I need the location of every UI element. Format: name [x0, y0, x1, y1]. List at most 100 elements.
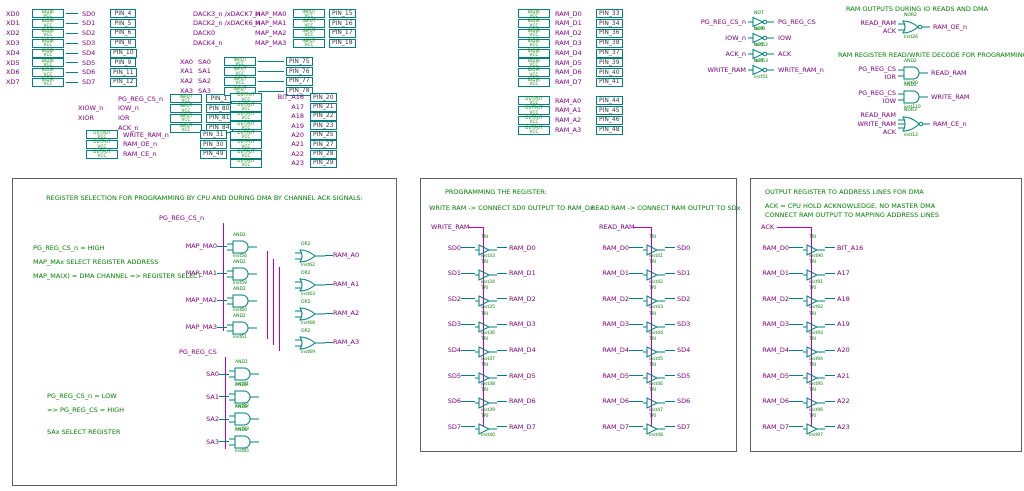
pin-assignment-box[interactable]: PIN_48	[596, 125, 623, 135]
tri-state-buffer[interactable]: TRI inst42	[643, 261, 665, 284]
and-gate[interactable]: AND2 inst20	[898, 59, 928, 85]
pin-assignment-box[interactable]: PIN_75	[286, 57, 313, 67]
tri-state-buffer[interactable]: TRI inst36	[475, 312, 497, 336]
pin-assignment-box[interactable]: PIN_8	[110, 38, 136, 48]
pin-assignment-box[interactable]: PIN_37	[596, 48, 623, 58]
not-gate[interactable]: NOT inst53	[748, 43, 774, 63]
pin-assignment-box[interactable]: PIN_44	[596, 96, 623, 106]
and-gate[interactable]: AND2 inst83	[229, 406, 259, 431]
pin-assignment-box[interactable]: PIN_29	[310, 158, 337, 168]
pin-assignment-box[interactable]: PIN_21	[310, 102, 337, 112]
pin-assignment-box[interactable]: PIN_6	[110, 28, 136, 38]
and-gate[interactable]: AND2 inst81	[229, 361, 259, 386]
tri-state-buffer[interactable]: TRI inst94	[803, 338, 825, 361]
pin-assignment-box[interactable]: PIN_22	[310, 111, 337, 121]
pin-assignment-box[interactable]: PIN_31	[200, 130, 227, 140]
pin-assignment-box[interactable]: PIN_45	[596, 106, 623, 116]
and-gate[interactable]: AND2 inst82	[229, 383, 259, 409]
pin-assignment-box[interactable]: PIN_49	[200, 149, 227, 159]
tri-state-buffer[interactable]: TRI inst39	[475, 389, 497, 412]
pin-assignment-box[interactable]: PIN_5	[110, 19, 136, 29]
and-gate[interactable]: AND2 inst110	[898, 83, 928, 109]
pin-assignment-box[interactable]: PIN_27	[310, 140, 337, 150]
pin-assignment-box[interactable]: PIN_16	[329, 19, 356, 29]
tri-state-buffer[interactable]: TRI inst44	[643, 312, 665, 336]
pin-assignment-box[interactable]: PIN_30	[200, 140, 227, 150]
pin-assignment-box[interactable]: PIN_4	[110, 9, 136, 19]
pin-assignment-box[interactable]: PIN_20	[310, 93, 337, 103]
nor-gate[interactable]: NOR3 inst12	[898, 108, 930, 138]
tri-state-buffer[interactable]: TRI inst46	[643, 363, 665, 387]
pin-assignment-box[interactable]: PIN_38	[596, 38, 623, 48]
tri-state-buffer[interactable]: TRI inst43	[643, 286, 665, 310]
and-gate[interactable]: AND2 inst60	[227, 287, 257, 313]
tri-state-buffer[interactable]: TRI inst48	[643, 414, 665, 438]
pin-assignment-box[interactable]: PIN_46	[596, 115, 623, 125]
tri-state-buffer[interactable]: TRI inst91	[803, 261, 825, 284]
pin-assignment-box[interactable]: PIN_18	[329, 38, 356, 48]
not-gate[interactable]: NOT inst52	[748, 27, 774, 47]
tri-state-buffer[interactable]: TRI inst97	[803, 414, 825, 438]
pin-assignment-box[interactable]: PIN_17	[329, 28, 356, 38]
pin-assignment-box[interactable]: PIN_36	[596, 28, 623, 38]
pin-assignment-box[interactable]: PIN_15	[329, 9, 356, 19]
nor-gate[interactable]: NOR2 inst26	[898, 13, 930, 39]
tri-state-buffer[interactable]: TRI inst33	[475, 235, 497, 259]
pin-assignment-box[interactable]: PIN_9	[110, 58, 136, 68]
tri-state-buffer[interactable]: TRI inst35	[475, 286, 497, 310]
and-gate[interactable]: AND2 inst59	[227, 260, 257, 286]
tri-state-buffer[interactable]: TRI inst45	[643, 338, 665, 361]
pin-assignment-box[interactable]: PIN_40	[596, 68, 623, 78]
and-gate[interactable]: AND2 inst61	[227, 314, 257, 340]
pin-assignment-box[interactable]: PIN_77	[286, 76, 313, 86]
pin-assignment-box[interactable]: PIN_76	[286, 67, 313, 77]
pin-assignment-box[interactable]: PIN_25	[310, 130, 337, 140]
tri-state-buffer[interactable]: TRI inst96	[803, 389, 825, 412]
pin-assignment-box[interactable]: PIN_11	[110, 68, 137, 78]
and-gate[interactable]: AND2 inst56	[227, 233, 257, 259]
and-gate[interactable]: AND2 inst85	[229, 428, 259, 454]
tri-state-buffer[interactable]: TRI inst38	[475, 363, 497, 387]
pin-assignment-box[interactable]: PIN_34	[596, 19, 623, 29]
tri-state-buffer[interactable]: TRI inst92	[803, 286, 825, 310]
pin-assignment-box[interactable]: PIN_39	[596, 58, 623, 68]
tri-state-buffer[interactable]: TRI inst40	[475, 414, 497, 438]
pin-assignment-box[interactable]: PIN_28	[310, 149, 337, 159]
tri-state-buffer[interactable]: TRI inst95	[803, 363, 825, 387]
pin-assignment-box[interactable]: PIN_12	[110, 77, 137, 87]
pin-assignment-box[interactable]: PIN_78	[286, 86, 313, 96]
pin-assignment-box[interactable]: PIN_41	[596, 77, 623, 87]
